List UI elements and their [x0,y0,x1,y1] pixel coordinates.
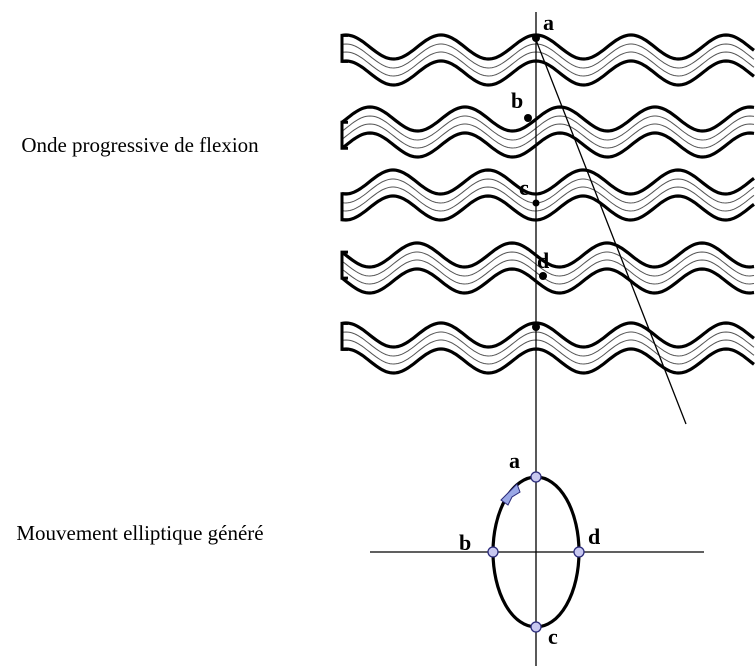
ellipse-caption: Mouvement elliptique généré [16,521,264,545]
wave-label-c: c [519,175,529,200]
wave-band-2-end-cap [340,120,348,150]
ellipse-label-a: a [509,448,520,473]
wave-band-2-line-3 [341,123,755,149]
ellipse-label-b: b [459,530,471,555]
wave-band-1-line-3 [341,51,755,77]
wave-band-5-end-cap [340,321,348,351]
ellipse-point-d [573,546,585,558]
wave-band-5-line-2 [341,331,755,357]
wave-band-1-line-2 [341,43,755,69]
wave-point-e [532,323,540,331]
wave-label-a: a [543,10,554,35]
wave-band-3-line-4 [341,194,755,222]
rotation-arrow-icon [500,483,521,506]
wave-band-2-line-2 [341,115,755,141]
ellipse-label-c: c [548,624,558,649]
wave-band-1-line-4 [341,59,755,87]
wave-band-3-line-3 [341,186,755,212]
wave-band-3-line-2 [341,178,755,204]
wave-point-c [532,199,540,207]
wave-band-5-line-3 [341,339,755,365]
wave-label-b: b [511,88,523,113]
wave-band-2-line-1 [341,105,755,133]
wave-band-4-line-2 [341,251,755,277]
wave-band-4-line-1 [341,241,755,269]
ellipse-point-b [487,546,499,558]
wave-point-d [539,272,547,280]
ellipse-label-d: d [588,524,600,549]
wave-caption: Onde progressive de flexion [21,133,259,157]
wave-label-d: d [537,248,549,273]
ellipse-point-a [530,471,542,483]
wave-band-5-line-1 [341,321,755,349]
wave-band-3-end-cap [340,192,348,222]
wave-band-3-line-1 [341,168,755,196]
wave-band-4-line-3 [341,259,755,285]
wave-point-b [524,114,532,122]
ellipse-point-c [530,621,542,633]
diagonal-line [535,39,687,425]
wave-band-2-line-4 [341,131,755,159]
wave-band-5-line-4 [341,347,755,375]
wave-band-1-end-cap [340,33,348,63]
wave-band-1-line-1 [341,33,755,61]
wave-band-4-line-4 [341,267,755,295]
wave-point-a [532,34,540,42]
wave-stack [340,33,755,375]
wave-band-4-end-cap [340,250,348,280]
